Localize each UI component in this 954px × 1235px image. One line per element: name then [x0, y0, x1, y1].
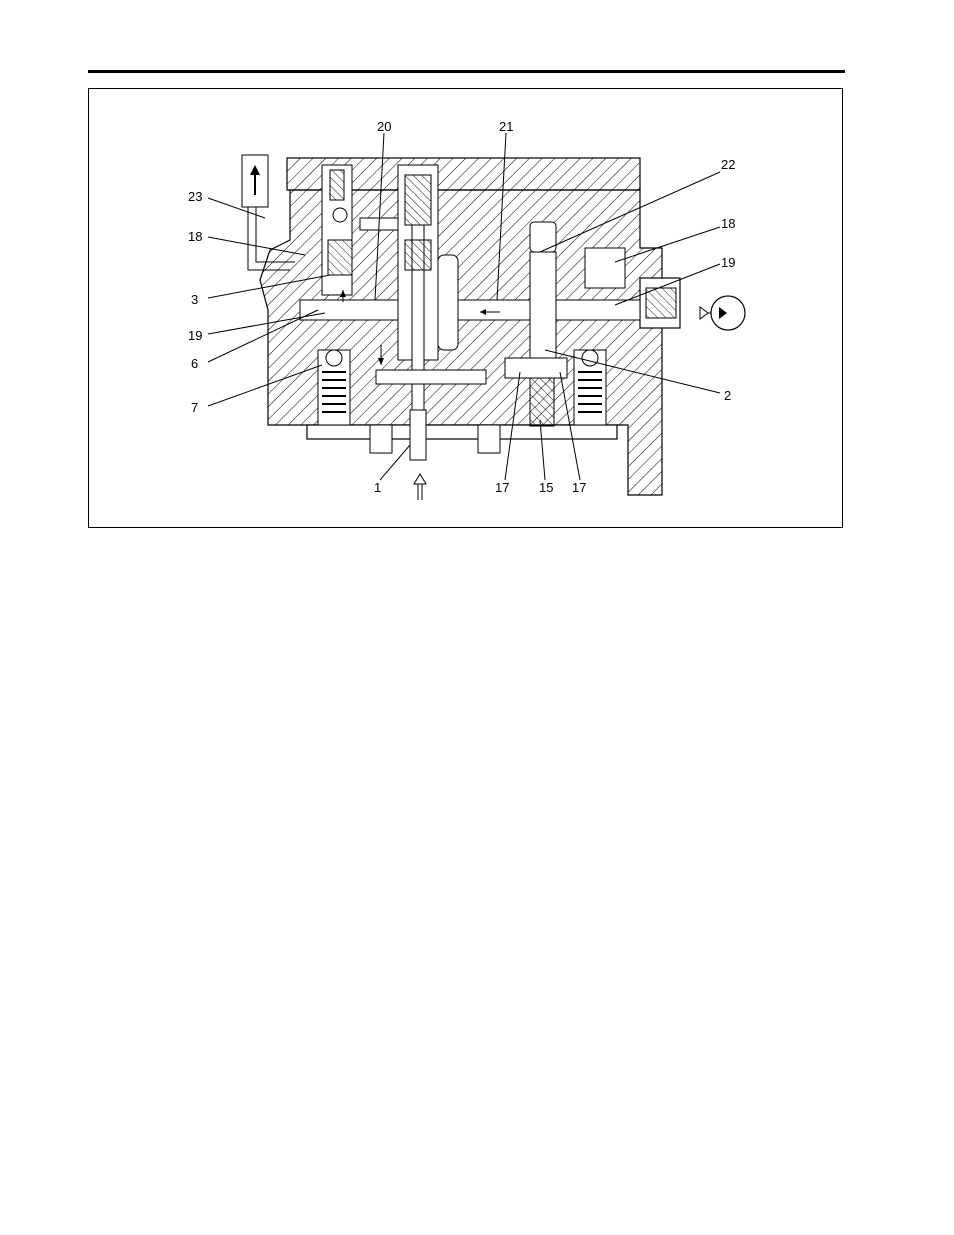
callout-2: 2 [724, 388, 731, 403]
left-upper-valve [322, 165, 352, 302]
pump-symbol [700, 296, 745, 330]
callout-18-left: 18 [188, 229, 202, 244]
callout-6: 6 [191, 356, 198, 371]
inlet-flow-arrow [414, 474, 426, 500]
callout-1: 1 [374, 480, 381, 495]
callout-17-left: 17 [495, 480, 509, 495]
left-spring-assembly [318, 350, 350, 425]
callout-7: 7 [191, 400, 198, 415]
callout-19-left: 19 [188, 328, 202, 343]
callout-21: 21 [499, 119, 513, 134]
main-passage [300, 300, 640, 320]
callout-17-right: 17 [572, 480, 586, 495]
callout-23: 23 [188, 189, 202, 204]
callout-20: 20 [377, 119, 391, 134]
callout-15: 15 [539, 480, 553, 495]
callout-3: 3 [191, 292, 198, 307]
callout-18-right: 18 [721, 216, 735, 231]
callout-22: 22 [721, 157, 735, 172]
callout-19-right: 19 [721, 255, 735, 270]
